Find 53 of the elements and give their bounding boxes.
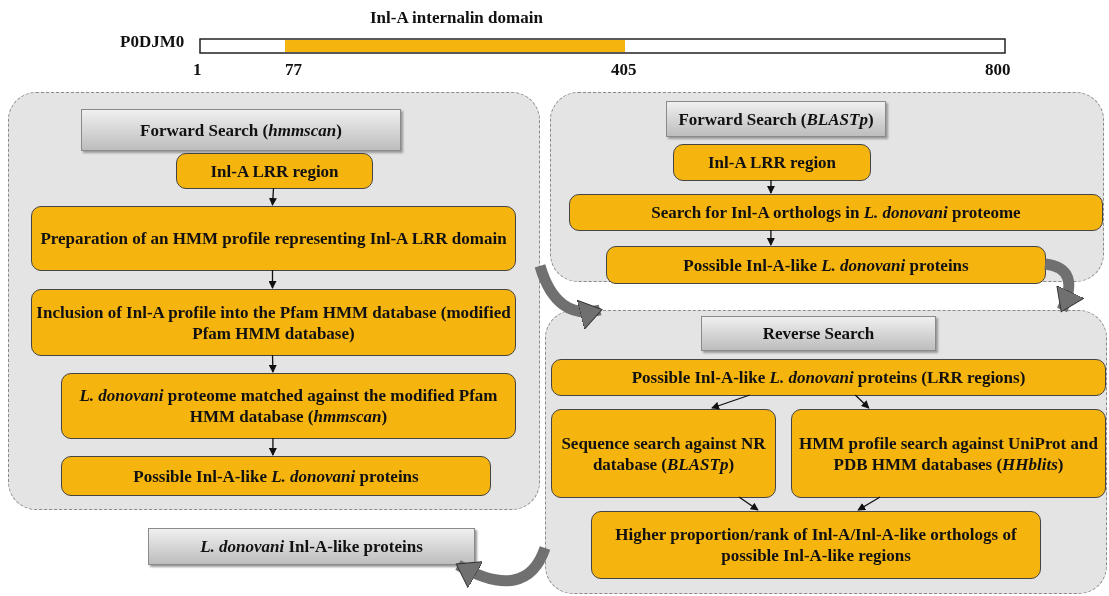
arrow <box>738 496 759 511</box>
bar-label: 77 <box>285 60 302 80</box>
node-text: HMM profile search against UniProt and PDB HMM databases (HHblits) <box>798 432 1099 475</box>
node-text: Forward Search (hmmscan) <box>139 119 343 141</box>
process-box <box>673 144 871 181</box>
curved-arrow <box>534 264 603 329</box>
arrow <box>268 437 277 456</box>
arrow <box>711 394 751 410</box>
arrow <box>766 179 775 194</box>
node-text: Reverse Search <box>761 323 876 344</box>
process-box <box>31 206 516 271</box>
header-box <box>701 316 936 351</box>
header-box <box>148 528 475 565</box>
node-text: Higher proportion/rank of Inl-A/Inl-A-like orthologs of possible Inl-A-like regions <box>614 524 1018 566</box>
process-box <box>31 289 516 356</box>
arrow <box>857 496 881 511</box>
process-box <box>591 511 1041 579</box>
process-box <box>61 373 516 439</box>
bar-label: 1 <box>193 60 202 80</box>
node-text: Possible Inl-A-like L. donovani proteins <box>682 254 970 276</box>
process-box <box>61 456 491 496</box>
node-text: Search for Inl-A orthologs in L. donovani proteome <box>650 202 1022 223</box>
curved-arrow <box>1044 258 1085 313</box>
arrow <box>854 394 870 409</box>
process-box <box>569 194 1103 231</box>
bar-label: 405 <box>611 60 637 80</box>
workflow-panel <box>545 310 1107 594</box>
process-box <box>176 153 373 189</box>
process-box <box>551 409 776 498</box>
node-text: L. donovani Inl-A-like proteins <box>199 536 424 557</box>
node-text: Inl-A LRR region <box>706 152 838 173</box>
header-box <box>666 101 886 137</box>
workflow-panel <box>8 92 540 510</box>
process-box <box>551 359 1106 396</box>
node-text: Possible Inl-A-like L. donovani proteins <box>132 465 420 487</box>
arrow <box>268 269 277 289</box>
process-box <box>791 409 1106 498</box>
arrow <box>268 187 277 206</box>
node-text: Forward Search (BLASTp) <box>677 108 875 130</box>
node-text: Possible Inl-A-like L. donovani proteins (LRR regions) <box>630 367 1027 388</box>
workflow-panel <box>550 92 1104 282</box>
node-text: Preparation of an HMM profile representing Inl-A LRR domain <box>39 228 508 249</box>
bar-label: P0DJM0 <box>120 32 185 52</box>
process-box <box>606 246 1046 284</box>
node-text: L. donovani proteome matched against the modified Pfam HMM database (hmmscan) <box>78 385 499 427</box>
bar-label: Inl-A internalin domain <box>370 8 543 28</box>
node-text: Inclusion of Inl-A profile into the Pfam HMM database (modified Pfam HMM database) <box>35 301 512 344</box>
arrow <box>766 229 775 246</box>
arrow <box>268 354 277 373</box>
node-text: Inl-A LRR region <box>209 160 340 182</box>
bar-label: 800 <box>985 60 1011 80</box>
header-box <box>81 109 401 151</box>
node-text: Sequence search against NR database (BLASTp) <box>560 432 767 475</box>
